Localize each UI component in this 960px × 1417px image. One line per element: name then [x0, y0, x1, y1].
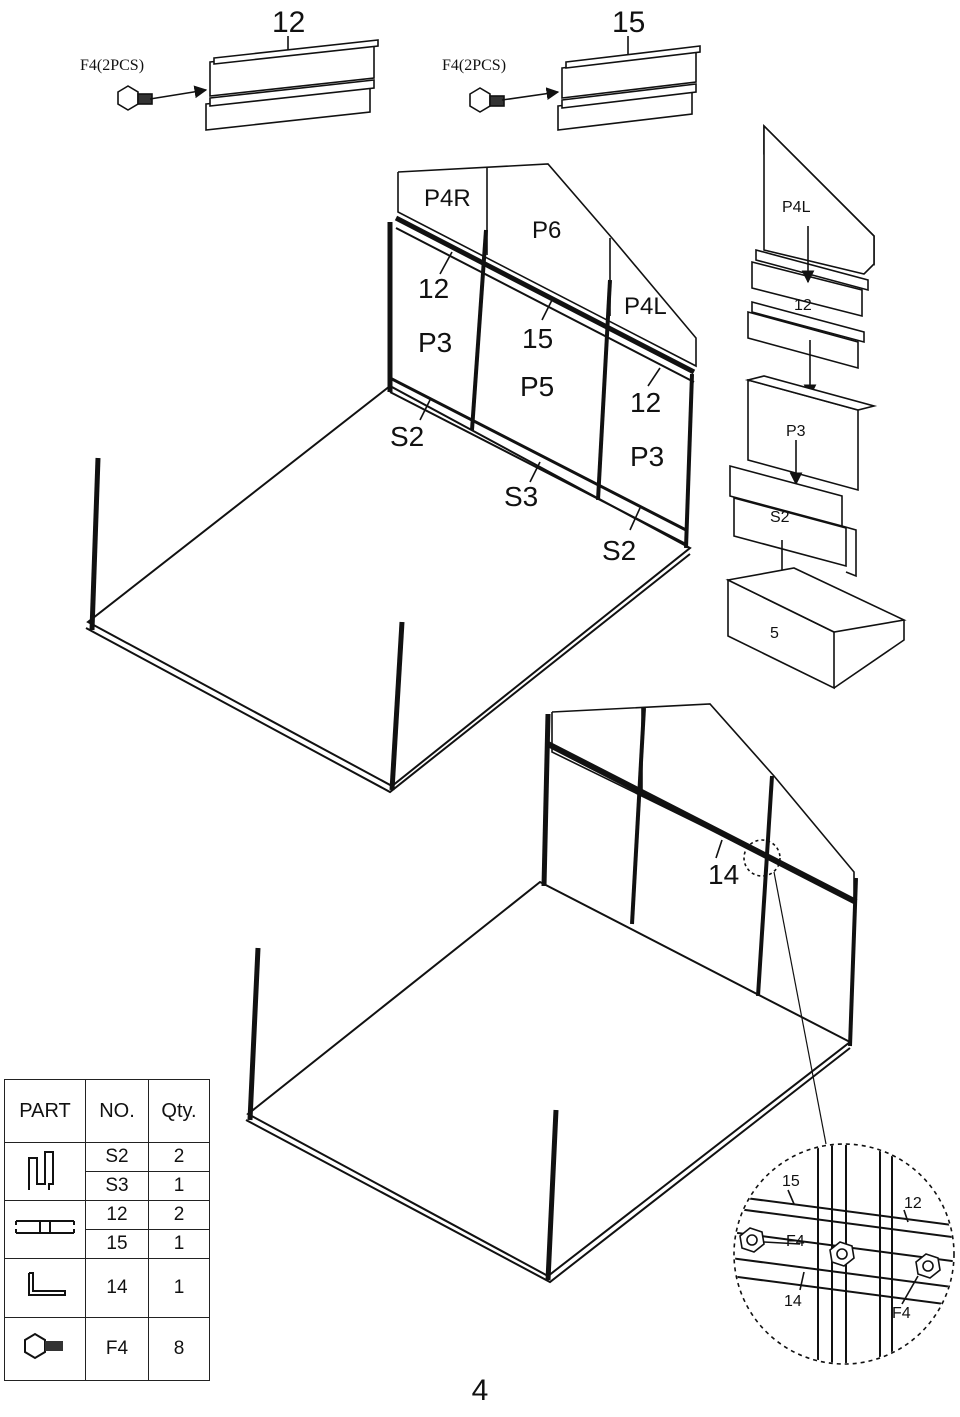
bolt-icon — [469, 87, 505, 113]
parts-table: PART NO. Qty. S2 2 S3 1 12 2 15 1 14 1 F… — [4, 1079, 210, 1381]
table-row: F4 8 — [4, 1317, 210, 1381]
label-p3-right: P3 — [630, 441, 664, 472]
h-channel-icon — [4, 1200, 86, 1259]
bolt-icon — [117, 85, 153, 111]
part-15-callout: 15 F4(2PCS) — [442, 6, 701, 131]
stack-label-p4l: P4L — [782, 199, 811, 216]
detail-labels: 15 12 F4 14 F4 — [782, 1173, 922, 1322]
label-15: 15 — [522, 323, 553, 354]
table-row: S2 2 — [4, 1142, 210, 1201]
bolt-icon — [915, 1253, 941, 1279]
bolt-icon — [739, 1227, 765, 1253]
part-no-cell: S3 — [85, 1171, 149, 1201]
label-p6: P6 — [532, 217, 561, 244]
header-qty: Qty. — [148, 1079, 210, 1143]
page-number: 4 — [471, 1374, 489, 1407]
part-qty-cell: 2 — [148, 1142, 210, 1172]
parts-table-header: PART NO. Qty. — [4, 1079, 210, 1143]
part-qty-cell: 8 — [148, 1317, 210, 1381]
part-qty-cell: 2 — [148, 1200, 210, 1230]
part-no-cell: 15 — [85, 1229, 149, 1259]
part-no-cell: S2 — [85, 1142, 149, 1172]
label-p3-left: P3 — [418, 327, 452, 358]
stack-label-s2: S2 — [770, 509, 790, 526]
table-row: 12 2 — [4, 1200, 210, 1259]
detail-label-15: 15 — [782, 1173, 800, 1190]
part-qty-cell: 1 — [148, 1258, 210, 1318]
stack-label-12: 12 — [794, 297, 812, 314]
label-p4l: P4L — [624, 293, 667, 320]
part-15-number: 15 — [612, 6, 645, 39]
fastener-f4-label-left: F4(2PCS) — [80, 57, 144, 74]
part-no-cell: 12 — [85, 1200, 149, 1230]
label-12-right: 12 — [630, 387, 661, 418]
label-p5: P5 — [520, 371, 554, 402]
fastener-f4-label-right: F4(2PCS) — [442, 57, 506, 74]
label-s2-left: S2 — [390, 421, 424, 452]
part-qty-cell: 1 — [148, 1171, 210, 1201]
part-no-cell: 14 — [85, 1258, 149, 1318]
label-s2-right: S2 — [602, 535, 636, 566]
bolt-icon — [4, 1317, 86, 1381]
label-14: 14 — [708, 859, 739, 890]
detail-label-12: 12 — [904, 1195, 922, 1212]
stack-label-5: 5 — [770, 625, 779, 642]
label-s3: S3 — [504, 481, 538, 512]
detail-label-14: 14 — [784, 1293, 802, 1310]
lower-assembly — [245, 703, 858, 1284]
detail-label-f4-right: F4 — [892, 1305, 911, 1322]
part-12-number: 12 — [272, 6, 305, 39]
header-part: PART — [4, 1079, 86, 1143]
table-row: 14 1 — [4, 1258, 210, 1318]
part-no-cell: F4 — [85, 1317, 149, 1381]
label-12-left: 12 — [418, 273, 449, 304]
exploded-stack-labels: P4L 12 P3 S2 5 — [770, 199, 812, 642]
stack-label-p3: P3 — [786, 423, 806, 440]
part-12-callout: 12 F4(2PCS) — [80, 6, 379, 131]
table-row: 15 1 — [5, 1229, 210, 1259]
exploded-stack — [725, 124, 907, 690]
upper-assembly-labels: P4R P6 P4L 12 P3 15 P5 12 P3 S2 S3 S2 — [390, 185, 667, 566]
detail-magnifier — [733, 1143, 955, 1365]
header-no: NO. — [85, 1079, 149, 1143]
l-angle-icon — [4, 1258, 86, 1318]
s-channel-icon — [4, 1142, 86, 1201]
upper-assembly — [85, 163, 697, 794]
part-qty-cell: 1 — [148, 1229, 210, 1259]
label-p4r: P4R — [424, 185, 471, 212]
bolt-icon — [829, 1241, 855, 1267]
detail-label-f4-left: F4 — [786, 1233, 805, 1250]
